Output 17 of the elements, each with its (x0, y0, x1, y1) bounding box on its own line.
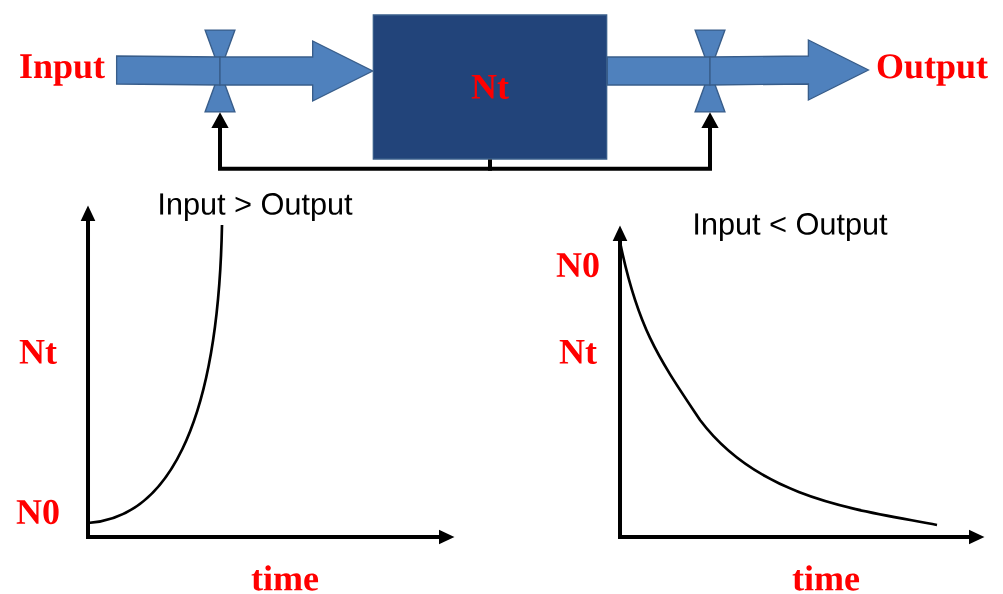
flow-label: Input (20, 54, 105, 86)
flow-label: Output (877, 54, 988, 86)
axis-label: Nt (559, 340, 597, 364)
process-box: Nt (372, 14, 608, 160)
axis-label: N0 (556, 252, 599, 278)
chart-title: Input > Output (160, 193, 353, 221)
block-arrow (219, 39, 375, 103)
chart-title: Input < Output (695, 213, 888, 241)
valve-symbol (694, 29, 726, 113)
axis-label: N0 (16, 499, 59, 525)
block-arrow (606, 56, 711, 86)
axis-label: time (251, 565, 319, 591)
axis-label: time (792, 565, 860, 591)
axis-label: Nt (19, 340, 57, 364)
valve-symbol (204, 29, 236, 113)
block-arrow (709, 38, 870, 102)
block-arrow (115, 55, 221, 86)
